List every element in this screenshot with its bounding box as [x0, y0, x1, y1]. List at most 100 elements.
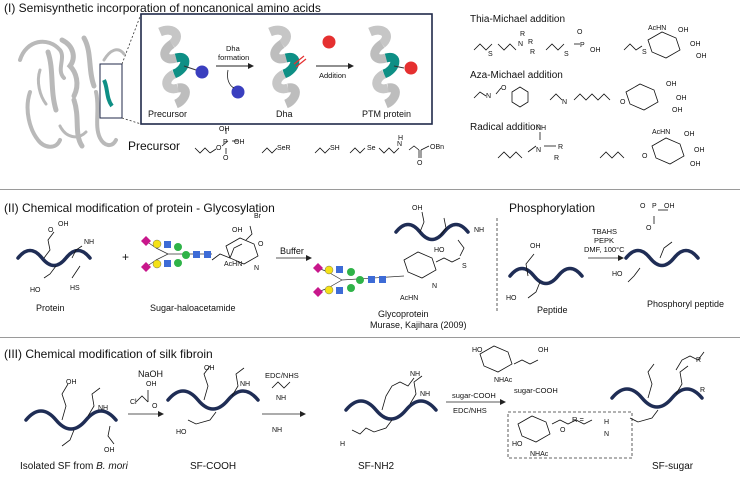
- radical-oh3: OH: [690, 161, 701, 168]
- inset-addition-label: Addition: [319, 71, 347, 80]
- condition-tbahs: TBAHS: [592, 227, 618, 236]
- s2-protein-oh: OH: [58, 221, 69, 228]
- thia-acHN: AcHN: [648, 25, 666, 32]
- thia-r2: R: [528, 39, 533, 46]
- s2-pep-ho: HO: [506, 295, 517, 302]
- thia2-p: P: [580, 42, 585, 49]
- thia-r3: R: [530, 49, 535, 56]
- radical-nh: NH: [536, 125, 546, 132]
- s3-r-n: N: [604, 431, 609, 438]
- s3-cooh-ho: HO: [176, 429, 187, 436]
- precursor-o1: O: [216, 145, 222, 152]
- thia-oh3: OH: [696, 53, 707, 60]
- s3-nh2-right: NH: [420, 391, 430, 398]
- precursor-sh: SH: [330, 145, 340, 152]
- released-blue-residue: [231, 85, 245, 99]
- s3-sf-nh2: NH: [98, 405, 108, 412]
- s3-cooh-oh: OH: [204, 365, 215, 372]
- s3-en-nh2b: NH: [272, 427, 282, 434]
- s2-n: N: [254, 265, 259, 272]
- precursor-oh-right: OH: [234, 139, 245, 146]
- helix-precursor: [158, 25, 190, 109]
- s3-r-nhac: NHAc: [530, 451, 549, 458]
- aza2-oh2: OH: [676, 95, 687, 102]
- divider-2: [0, 337, 740, 338]
- s2-glyco-acHN: AcHN: [400, 295, 418, 302]
- s3-sfs-r1: R: [696, 357, 701, 364]
- blue-residue: [195, 65, 209, 79]
- thia-s2: S: [642, 49, 647, 56]
- radical-acHN: AcHN: [652, 129, 670, 136]
- thia-n: N: [518, 41, 523, 48]
- sugar-haloacetamide-label: Sugar-haloacetamide: [150, 303, 236, 313]
- aza-n: N: [486, 93, 491, 100]
- s3-sf-oh: OH: [66, 379, 77, 386]
- inset-precursor-label: Precursor: [148, 109, 188, 119]
- sf-sugar-backbone: [610, 387, 704, 409]
- glycoprotein-label: Glycoprotein: [378, 309, 429, 319]
- s2-protein-ho: HO: [30, 287, 41, 294]
- sf-backbone: [24, 409, 118, 431]
- sf-cooh-backbone: [166, 389, 260, 411]
- thia2-o: O: [577, 29, 583, 36]
- precursor-se: Se: [367, 145, 376, 152]
- s2-glyco-n: N: [432, 283, 437, 290]
- sugar-cooh-label: sugar-COOH: [514, 386, 558, 395]
- r-equals-label: R =: [572, 415, 584, 424]
- sugar-cooh-arrow-label: sugar-COOH: [452, 391, 496, 400]
- s3-cl: Cl: [130, 399, 137, 406]
- s3-cooh-nh2: NH: [240, 381, 250, 388]
- s3-r-h: H: [604, 419, 609, 426]
- s3-nh2-top: NH: [410, 371, 420, 378]
- s2-glyco-nh2: NH: [474, 227, 484, 234]
- buffer-label: Buffer: [280, 246, 304, 256]
- thia-michael-title: Thia-Michael addition: [470, 14, 566, 25]
- s3-sugar-ho: HO: [472, 347, 483, 354]
- thia-oh1: OH: [678, 27, 689, 34]
- s2-p-o: O: [640, 203, 646, 210]
- s2-protein-o: O: [48, 227, 54, 234]
- aza-o: O: [501, 85, 507, 92]
- phospho-title: Phosphorylation: [509, 201, 596, 215]
- s3-naoh-o: O: [152, 403, 158, 410]
- s2-glyco-s: S: [462, 263, 467, 270]
- aza2-oh3: OH: [672, 107, 683, 114]
- s2-protein-nh2: NH: [84, 239, 94, 246]
- section2-atoms: OH O NH HO HS Br O AcHN N OH OH NH AcHN …: [30, 203, 675, 302]
- precursor-row-label: Precursor: [128, 139, 181, 153]
- sf-nh2-label: SF-NH2: [358, 461, 395, 472]
- naoh-label: NaOH: [138, 369, 164, 379]
- thia-r1: R: [520, 31, 525, 38]
- inset-ptm-label: PTM protein: [362, 109, 412, 119]
- s3-sugar-nhac: NHAc: [494, 377, 513, 384]
- sf-nh2-backbone: [344, 399, 438, 421]
- thia2-s: S: [564, 51, 569, 58]
- s2-p-oh: OH: [664, 203, 675, 210]
- s3-naoh-oh: OH: [146, 381, 157, 388]
- aza2-o: O: [620, 99, 626, 106]
- s2-phos-ho: HO: [612, 271, 623, 278]
- precursor-ser: SeR: [277, 145, 291, 152]
- s3-sfs-r2: R: [700, 387, 705, 394]
- glycan-glycoprotein: [313, 263, 405, 297]
- condition-pepk: PEPK: [594, 236, 615, 245]
- helix-ptm: [368, 25, 400, 109]
- s3-sugar-oh: OH: [538, 347, 549, 354]
- precursor-h: H: [398, 135, 403, 142]
- precursor-oh-top: OH: [219, 126, 230, 133]
- thia-s1: S: [488, 51, 493, 58]
- s2-p: P: [652, 203, 657, 210]
- precursor-structures: [194, 128, 430, 158]
- s2-o1: O: [258, 241, 264, 248]
- s3-r-o: O: [560, 427, 566, 434]
- s2-acHN: AcHN: [224, 261, 242, 268]
- precursor-atom-labels: O P OH OH O SeR SH Se N H O OBn: [216, 126, 444, 167]
- peptide-label: Peptide: [537, 305, 568, 315]
- r-group-box: [507, 411, 633, 459]
- s2-p-o2: O: [646, 225, 652, 232]
- inset-dha-label: Dha: [276, 109, 293, 119]
- divider-1: [0, 189, 740, 190]
